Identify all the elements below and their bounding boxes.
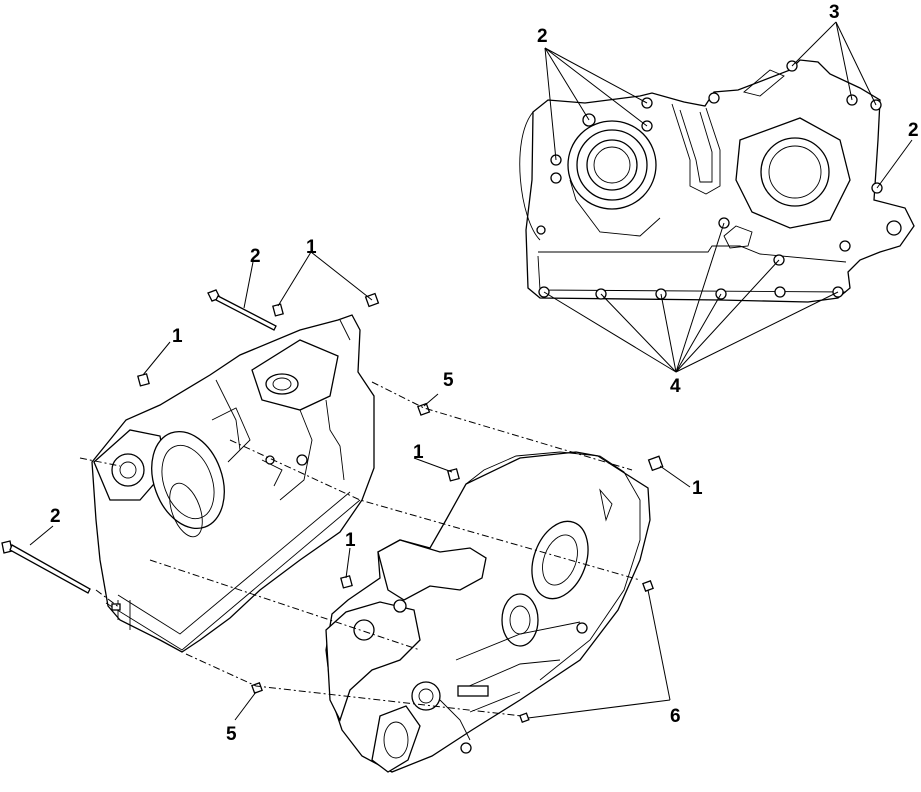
callout-5: 5 — [443, 370, 454, 391]
callout-1: 1 — [172, 326, 183, 347]
callout-4: 4 — [670, 376, 681, 397]
inset-assembled-crankcase — [519, 21, 915, 373]
long-bolt-lower — [1, 540, 91, 594]
leader-lines — [29, 251, 691, 721]
callout-3: 3 — [829, 2, 840, 23]
callout-1: 1 — [345, 530, 356, 551]
right-crankcase-half — [325, 451, 651, 773]
long-bolt-upper — [207, 289, 277, 331]
loose-fasteners — [1, 289, 664, 724]
callout-1: 1 — [306, 237, 317, 258]
callout-2: 2 — [537, 26, 548, 47]
alignment-lines — [79, 381, 641, 717]
callout-2: 2 — [250, 246, 261, 267]
callout-2: 2 — [908, 120, 919, 141]
callout-2: 2 — [50, 506, 61, 527]
callout-6: 6 — [670, 706, 681, 727]
callout-1: 1 — [692, 478, 703, 499]
callout-labels: 1 1 1 1 1 2 2 2 2 3 4 5 5 6 — [50, 2, 919, 745]
callout-1: 1 — [413, 442, 424, 463]
callout-5: 5 — [226, 724, 237, 745]
left-crankcase-half — [91, 314, 375, 653]
